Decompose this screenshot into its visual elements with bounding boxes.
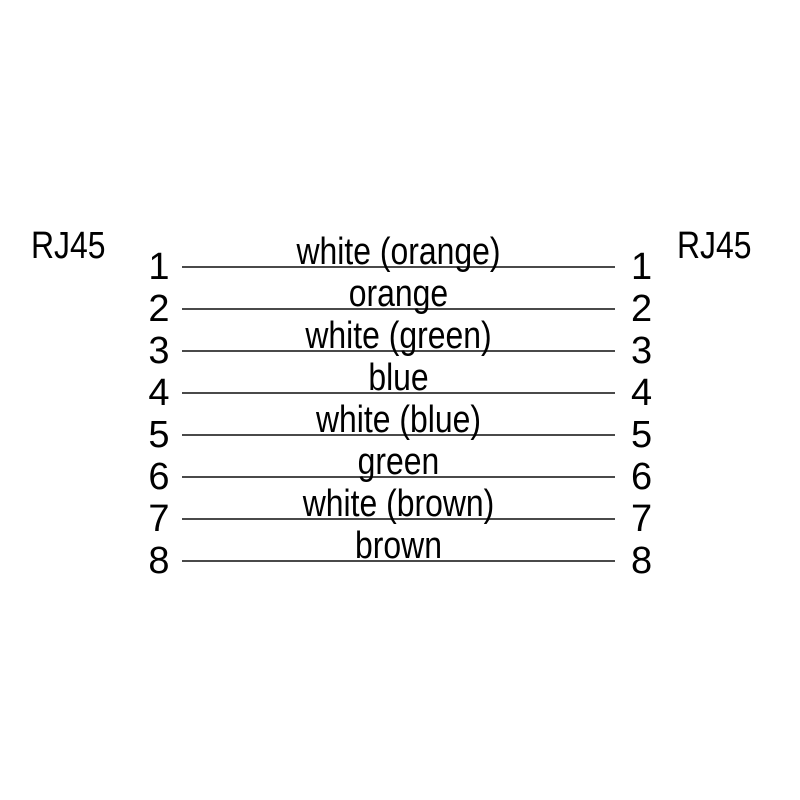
pin-number-left: 4 [148,372,170,414]
wire-line [182,476,615,478]
pin-number-left: 8 [148,540,170,582]
connector-label-left: RJ45 [31,225,106,267]
pin-number-right: 3 [631,330,653,372]
pin-number-right: 6 [631,456,653,498]
pin-number-left: 1 [148,246,170,288]
pin-number-right: 5 [631,414,653,456]
wire-color-label: brown [355,525,442,567]
wire-color-label: white (orange) [296,231,501,273]
wire-line [182,308,615,310]
pin-number-right: 4 [631,372,653,414]
wire-color-label: blue [368,357,429,399]
pin-number-left: 7 [148,498,170,540]
pin-number-left: 5 [148,414,170,456]
wire-color-label: white (green) [305,315,492,357]
wire-line [182,434,615,436]
pin-number-left: 3 [148,330,170,372]
pin-number-right: 2 [631,288,653,330]
wire-line [182,266,615,268]
wire-color-label: orange [348,273,449,315]
wire-color-label: white (brown) [302,483,495,525]
connector-label-right: RJ45 [677,225,752,267]
wire-color-label: green [357,441,440,483]
pin-number-left: 6 [148,456,170,498]
pin-number-right: 1 [631,246,653,288]
wire-line [182,560,615,562]
wire-color-label: white (blue) [315,399,481,441]
wire-line [182,392,615,394]
wire-line [182,518,615,520]
pin-number-left: 2 [148,288,170,330]
pin-number-right: 8 [631,540,653,582]
wire-line [182,350,615,352]
pin-number-right: 7 [631,498,653,540]
